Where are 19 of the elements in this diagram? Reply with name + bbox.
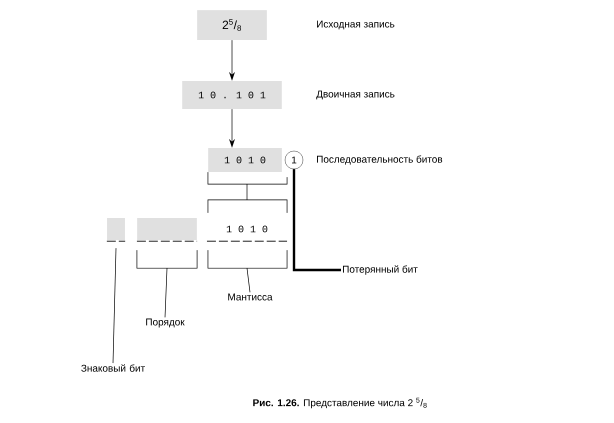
exponent-cells <box>136 218 198 242</box>
bit-sequence-box: 1 0 1 0 <box>208 148 282 172</box>
description-label: Последовательность битов <box>317 155 442 165</box>
binary-box: 1 0 . 1 0 1 <box>182 81 282 109</box>
sign-bit-cell <box>106 218 126 242</box>
description-label: Двоичная запись <box>316 90 394 100</box>
lost-bit-label: Потерянный бит <box>342 265 418 275</box>
leader-line <box>112 248 116 364</box>
bracket-connector <box>208 172 288 214</box>
mantissa-cells: 1 0 1 0 <box>206 226 288 242</box>
source-box: 2$^{5}$/$_{8}$ <box>197 10 267 40</box>
bracket-connector <box>136 250 198 318</box>
leader-line <box>292 169 341 272</box>
description-label: Исходная запись <box>317 20 394 30</box>
bracket-connector <box>208 250 288 293</box>
exponent-label: Порядок <box>146 318 185 328</box>
caption: Рис. 1.26. Представление числа 2 $^{5}$/$_{8}$ <box>253 398 427 408</box>
mantissa-label: Мантисса <box>228 294 273 300</box>
sign-bit-label: Знаковый бит <box>81 364 145 372</box>
